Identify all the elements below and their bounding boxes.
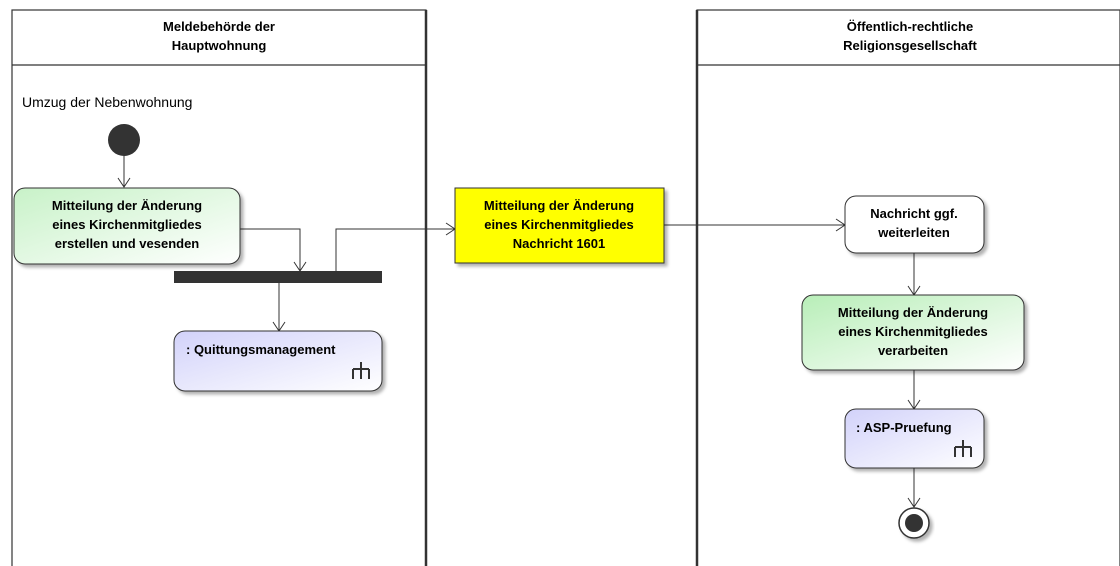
swimlane-left: Meldebehörde der Hauptwohnung (11, 9, 428, 566)
edge-fork-message (335, 228, 455, 271)
swimlane-right-title-line2: Religionsgesellschaft (843, 38, 977, 53)
action-create-line1: Mitteilung der Änderung (52, 198, 202, 213)
process-line3: verarbeiten (878, 343, 948, 358)
initial-node (108, 124, 140, 156)
action-create-line3: erstellen und vesenden (55, 236, 200, 251)
edge-asp-final-arrow (907, 497, 921, 508)
edge-start-create-arrow (117, 177, 131, 188)
edge-create-fork (240, 228, 301, 271)
swimlane-right: Öffentlich-rechtliche Religionsgesellsch… (695, 9, 1120, 566)
swimlane-left-title-line2: Hauptwohnung (172, 38, 267, 53)
rake-icon (954, 440, 972, 457)
action-forward-message[interactable]: Nachricht ggf. weiterleiten (844, 195, 985, 254)
receipt-label: : Quittungsmanagement (186, 342, 336, 357)
action-process-message[interactable]: Mitteilung der Änderung eines Kirchenmit… (801, 294, 1025, 371)
object-node-message-1601[interactable]: Mitteilung der Änderung eines Kirchenmit… (454, 187, 665, 264)
rake-icon (352, 362, 370, 379)
final-node (898, 507, 930, 539)
call-action-asp-pruefung[interactable]: : ASP-Pruefung (844, 408, 985, 469)
message-line2: eines Kirchenmitgliedes (484, 217, 634, 232)
process-line1: Mitteilung der Änderung (838, 305, 988, 320)
swimlane-left-title-line1: Meldebehörde der (163, 19, 275, 34)
message-line1: Mitteilung der Änderung (484, 198, 634, 213)
fork-bar (174, 271, 382, 283)
forward-line2: weiterleiten (877, 225, 950, 240)
asp-label: : ASP-Pruefung (856, 420, 952, 435)
action-create-line2: eines Kirchenmitgliedes (52, 217, 202, 232)
forward-line1: Nachricht ggf. (870, 206, 957, 221)
action-create-message[interactable]: Mitteilung der Änderung eines Kirchenmit… (13, 187, 241, 265)
start-label: Umzug der Nebenwohnung (22, 94, 192, 110)
swimlane-right-title-line1: Öffentlich-rechtliche (847, 19, 973, 34)
message-line3: Nachricht 1601 (513, 236, 606, 251)
call-action-receipt-management[interactable]: : Quittungsmanagement (173, 330, 383, 392)
process-line2: eines Kirchenmitgliedes (838, 324, 988, 339)
